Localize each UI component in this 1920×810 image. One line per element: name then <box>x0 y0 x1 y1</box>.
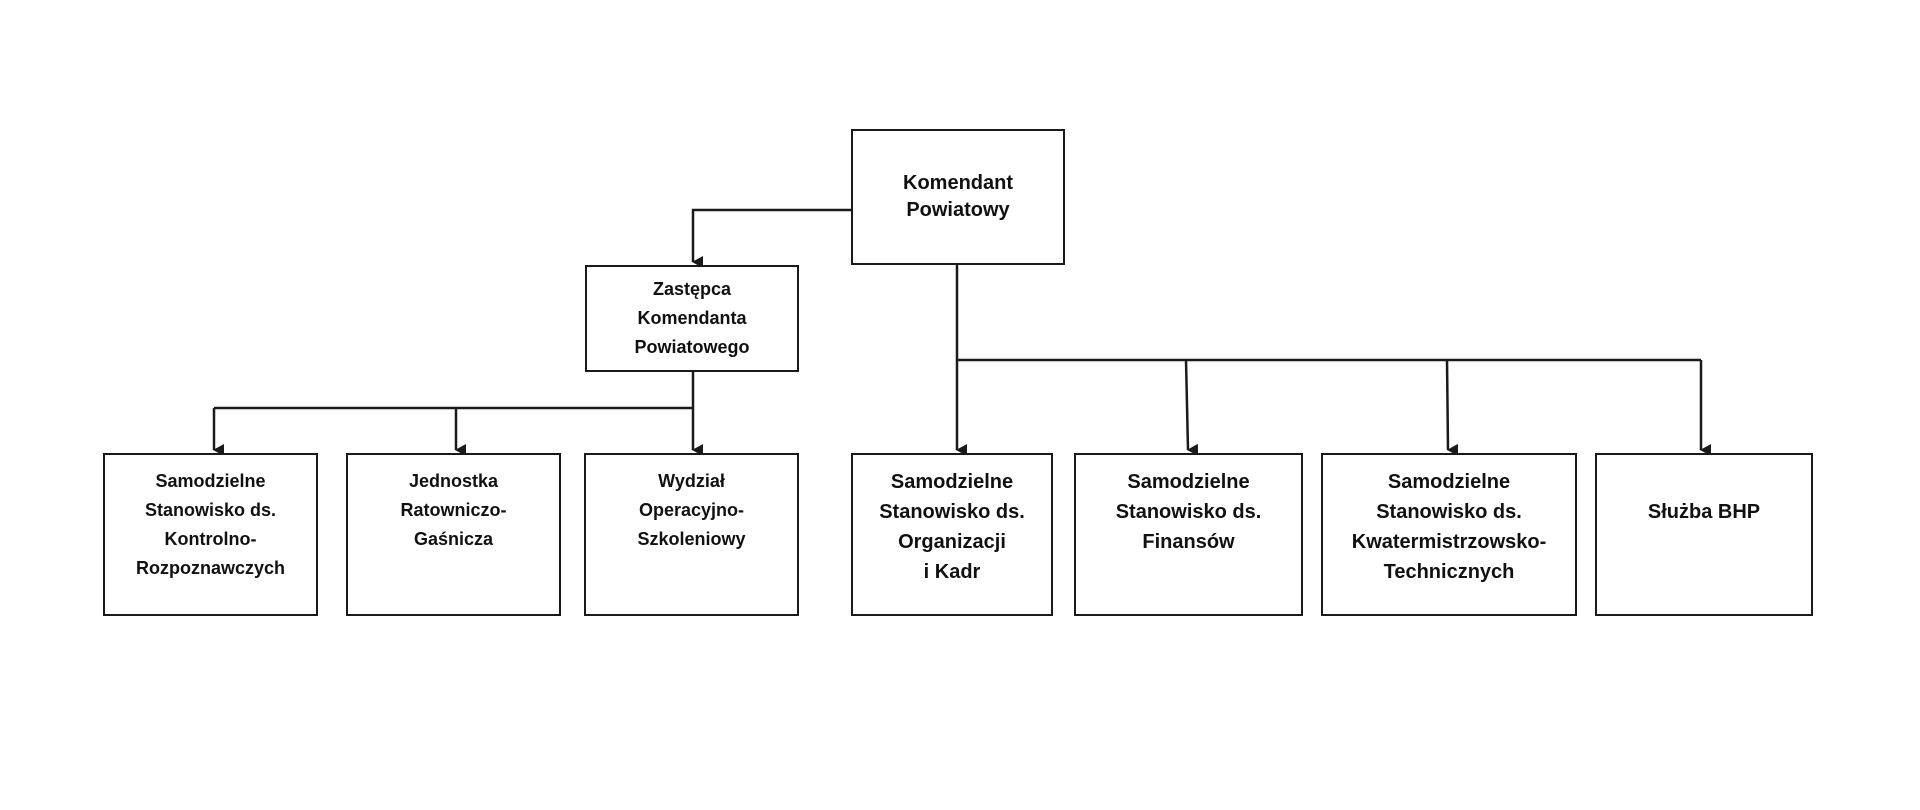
node-label: Samodzielne Stanowisko ds. Kontrolno- Ro… <box>135 471 286 578</box>
node-kontrolno-rozpoznawcze: Samodzielne Stanowisko ds. Kontrolno- Ro… <box>103 453 318 616</box>
node-label: Służba BHP <box>1647 501 1761 523</box>
node-sluzba-bhp: Służba BHP <box>1595 453 1813 616</box>
connector-root-to-deputy <box>691 208 851 268</box>
node-label: Wydział Operacyjno- Szkoleniowy <box>637 471 746 549</box>
node-komendant-powiatowy: Komendant Powiatowy <box>851 129 1065 265</box>
node-jednostka-ratowniczo-gasnicza: Jednostka Ratowniczo- Gaśnicza <box>346 453 561 616</box>
node-label: Samodzielne Stanowisko ds. Organizacji i… <box>879 471 1025 583</box>
node-label: Komendant Powiatowy <box>903 172 1013 221</box>
node-wydzial-operacyjno-szkoleniowy: Wydział Operacyjno- Szkoleniowy <box>584 453 799 616</box>
node-zastepca-komendanta: Zastępca Komendanta Powiatowego <box>585 265 799 372</box>
connector-to-finansow <box>1184 359 1199 456</box>
node-kwatermistrzowsko-techniczne: Samodzielne Stanowisko ds. Kwatermistrzo… <box>1321 453 1577 616</box>
node-label: Jednostka Ratowniczo- Gaśnicza <box>400 471 507 549</box>
node-finansow: Samodzielne Stanowisko ds. Finansów <box>1074 453 1303 616</box>
node-organizacji-i-kadr: Samodzielne Stanowisko ds. Organizacji i… <box>851 453 1053 616</box>
node-label: Zastępca Komendanta Powiatowego <box>634 279 750 357</box>
connector-to-kwatermistrz <box>1445 359 1459 456</box>
node-label: Samodzielne Stanowisko ds. Finansów <box>1115 471 1262 553</box>
node-label: Samodzielne Stanowisko ds. Kwatermistrzo… <box>1351 471 1547 583</box>
